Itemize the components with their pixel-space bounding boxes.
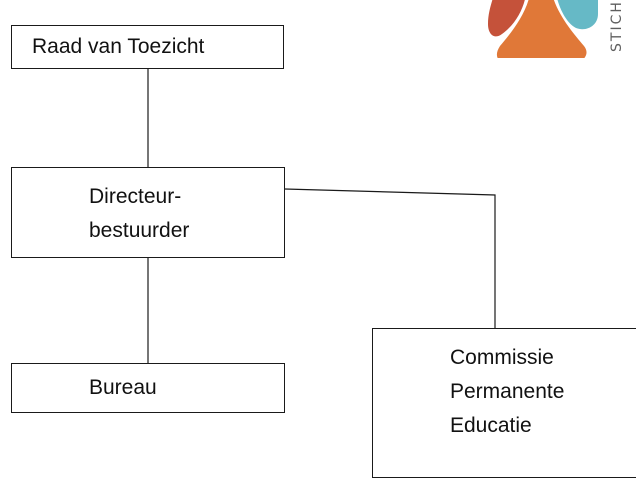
edge-directeur-commissie [284, 188, 496, 328]
node-label-line: Permanente [450, 380, 565, 403]
node-commissie-permanente-educatie: Commissie Permanente Educatie [372, 328, 636, 478]
logo-text: STICH [609, 0, 625, 52]
node-label-line: Bureau [89, 376, 157, 399]
logo-icon [488, 0, 598, 58]
node-label-line: Raad van Toezicht [32, 35, 205, 58]
node-raad-van-toezicht: Raad van Toezicht [11, 25, 284, 69]
node-label-line: Educatie [450, 414, 532, 437]
node-directeur-bestuurder: Directeur- bestuurder [11, 167, 285, 258]
logo-teal-shape [557, 0, 598, 30]
connector-lines [147, 69, 496, 363]
node-label-line: bestuurder [89, 219, 190, 242]
logo-red-shape [488, 0, 525, 37]
node-label-line: Directeur- [89, 185, 182, 208]
logo-orange-shape [496, 0, 587, 58]
node-label-line: Commissie [450, 346, 554, 369]
node-bureau: Bureau [11, 363, 285, 413]
